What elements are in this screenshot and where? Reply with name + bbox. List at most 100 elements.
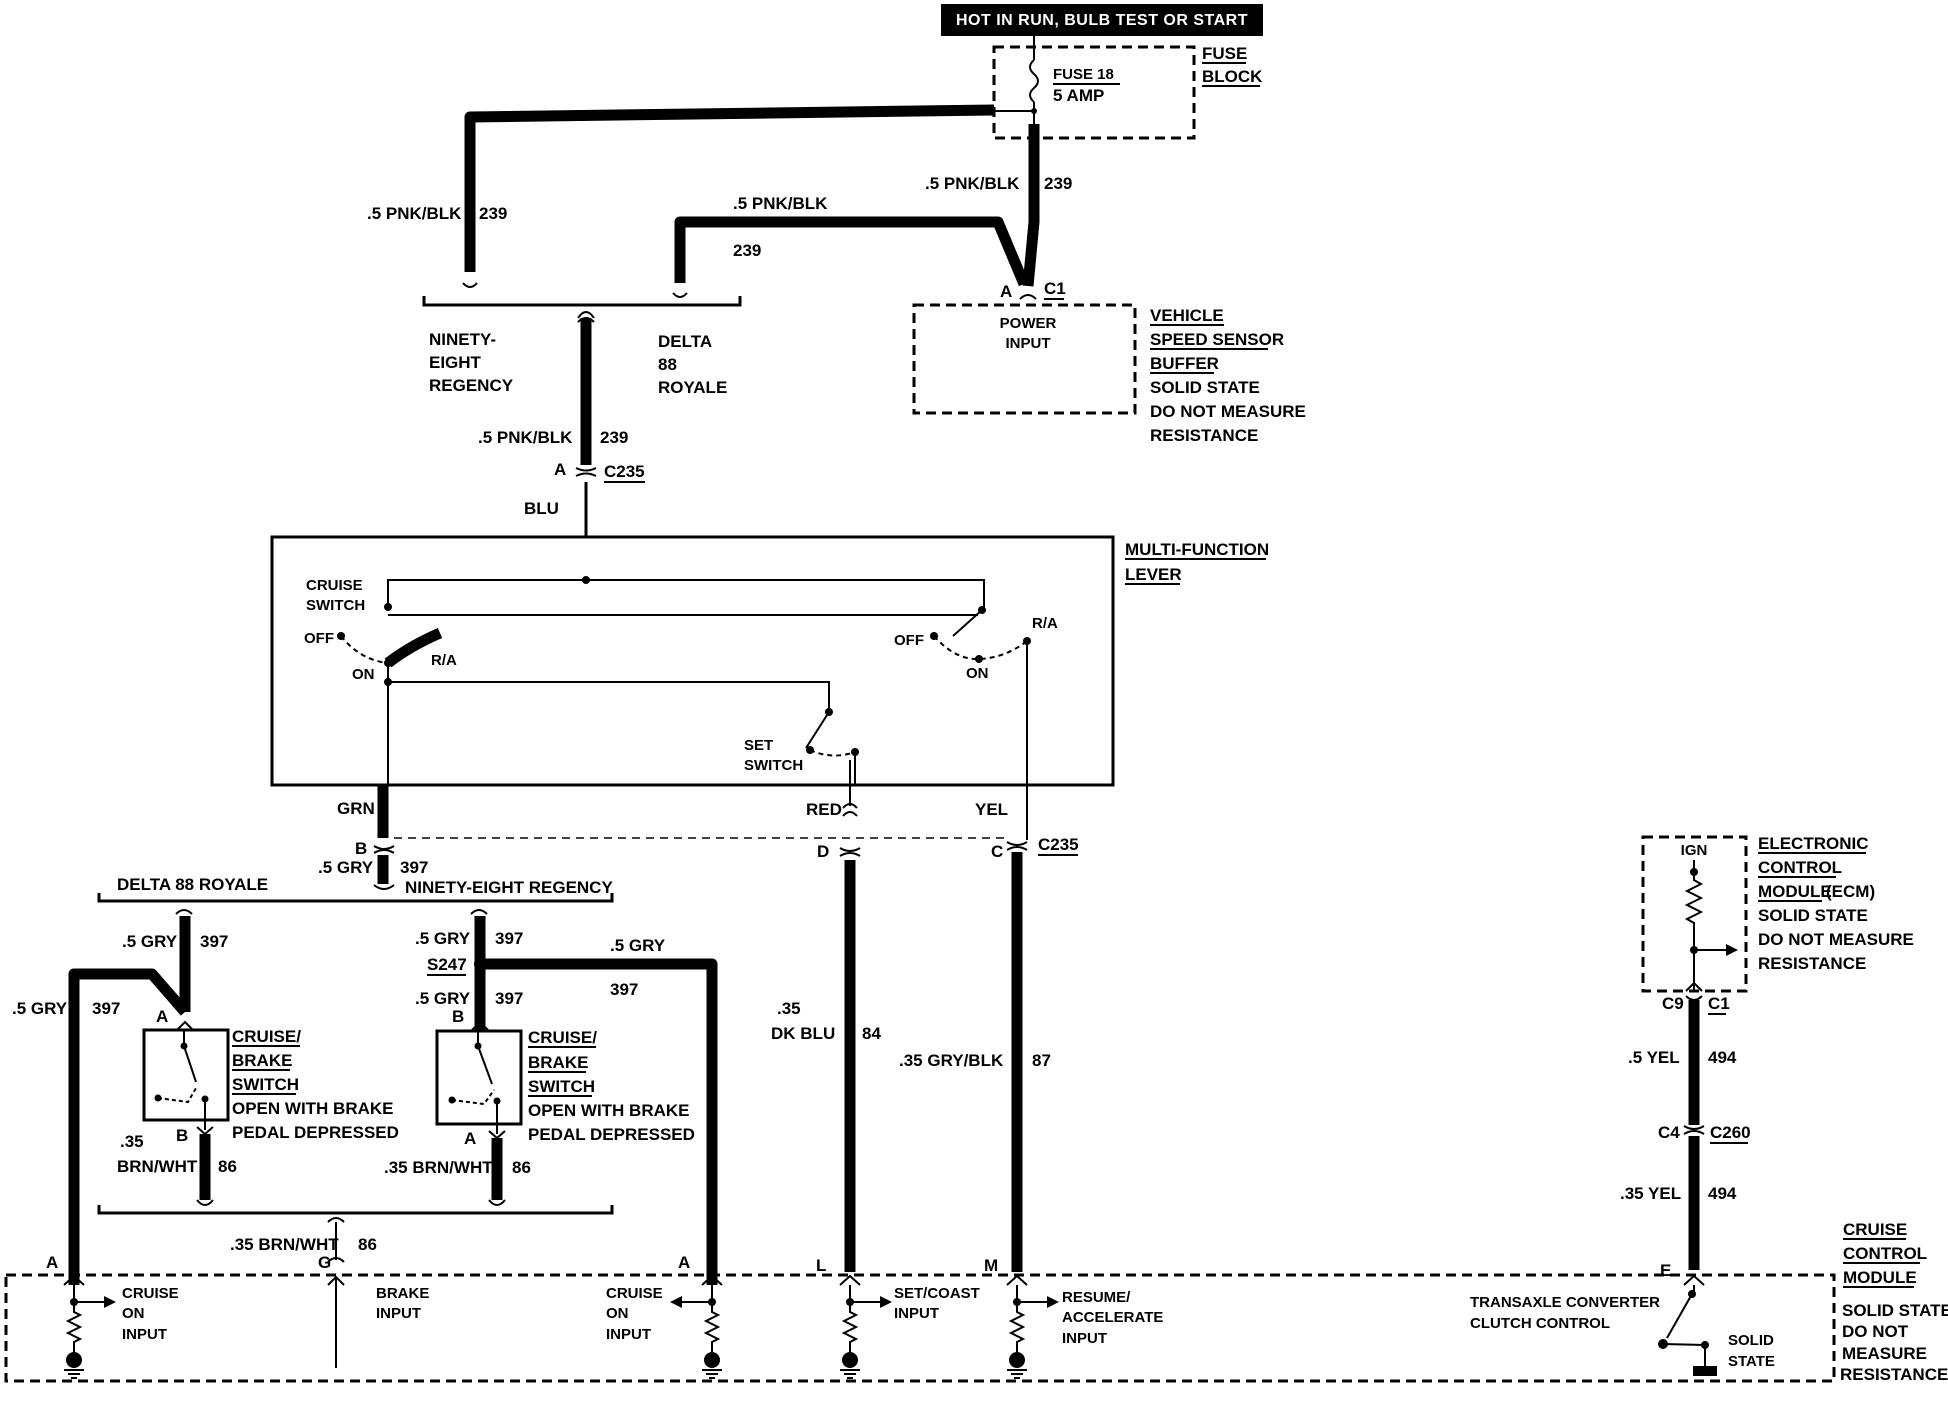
svg-text:.5 GRY: .5 GRY <box>12 999 68 1018</box>
svg-text:D: D <box>817 842 829 861</box>
svg-text:TRANSAXLE CONVERTER: TRANSAXLE CONVERTER <box>1470 1294 1660 1311</box>
variant-label: ROYALE <box>658 378 727 397</box>
svg-text:B: B <box>452 1007 464 1026</box>
svg-text:397: 397 <box>200 932 228 951</box>
brake-input-bracket: .35 BRN/WHT 86 <box>97 1205 614 1263</box>
svg-text:OFF: OFF <box>894 632 924 649</box>
svg-text:R/A: R/A <box>431 652 457 669</box>
svg-text:S247: S247 <box>427 955 467 974</box>
svg-text:CRUISE: CRUISE <box>306 577 363 594</box>
svg-text:86: 86 <box>218 1157 237 1176</box>
set-resume-wires: .35 DK BLU 84 .35 GRY/BLK 87 <box>771 852 1051 1272</box>
svg-text:A: A <box>46 1253 58 1272</box>
svg-text:SPEED SENSOR: SPEED SENSOR <box>1150 330 1284 349</box>
svg-text:B: B <box>355 839 367 858</box>
svg-text:ON: ON <box>606 1305 629 1322</box>
svg-text:BUFFER: BUFFER <box>1150 354 1219 373</box>
svg-text:SOLID: SOLID <box>1728 1332 1774 1349</box>
wire-color: BLU <box>524 499 559 518</box>
svg-text:C: C <box>991 842 1003 861</box>
svg-text:DO NOT MEASURE: DO NOT MEASURE <box>1150 402 1306 421</box>
hot-banner-text: HOT IN RUN, BULB TEST OR START <box>956 12 1248 29</box>
svg-text:INPUT: INPUT <box>1062 1330 1107 1347</box>
vss-buffer-box <box>912 303 1137 415</box>
fuse-block-label-1: FUSE <box>1202 44 1247 63</box>
wire-label: .5 PNK/BLK <box>367 204 462 223</box>
power-source: HOT IN RUN, BULB TEST OR START FUSE BLOC… <box>941 4 1263 140</box>
brake-switch-delta: .5 GRY 397 .5 GRY 397 A CRUISE/ BRAKE SW… <box>12 909 399 1285</box>
wire-label: .5 PNK/BLK <box>733 194 828 213</box>
svg-text:NINETY-EIGHT REGENCY: NINETY-EIGHT REGENCY <box>405 878 613 897</box>
svg-text:.5 GRY: .5 GRY <box>415 989 471 1008</box>
svg-text:ELECTRONIC: ELECTRONIC <box>1758 834 1869 853</box>
svg-text:INPUT: INPUT <box>122 1326 167 1343</box>
svg-text:CONTROL: CONTROL <box>1758 858 1842 877</box>
svg-text:R/A: R/A <box>1032 615 1058 632</box>
svg-text:494: 494 <box>1708 1048 1737 1067</box>
svg-text:.35 YEL: .35 YEL <box>1620 1184 1681 1203</box>
mfl-outputs: GRN RED YEL B D C C235 .5 GRY 397 <box>318 785 1079 890</box>
svg-text:POWER: POWER <box>1000 315 1057 332</box>
brake-variant-bracket: DELTA 88 ROYALE NINETY-EIGHT REGENCY <box>97 875 614 903</box>
svg-text:SOLID STATE: SOLID STATE <box>1758 906 1868 925</box>
svg-text:RESISTANCE: RESISTANCE <box>1840 1365 1948 1384</box>
svg-text:.5 YEL: .5 YEL <box>1628 1048 1680 1067</box>
svg-text:.5 GRY: .5 GRY <box>318 858 374 877</box>
svg-text:494: 494 <box>1708 1184 1737 1203</box>
svg-text:BRAKE: BRAKE <box>376 1285 429 1302</box>
pin-label: A <box>1000 282 1012 301</box>
svg-text:DO NOT: DO NOT <box>1842 1322 1909 1341</box>
svg-text:DO NOT MEASURE: DO NOT MEASURE <box>1758 930 1914 949</box>
svg-text:86: 86 <box>512 1158 531 1177</box>
svg-text:397: 397 <box>92 999 120 1018</box>
wire-num: 239 <box>479 204 507 223</box>
svg-text:M: M <box>984 1256 998 1275</box>
variant-label: NINETY- <box>429 330 496 349</box>
svg-text:E: E <box>1660 1261 1671 1280</box>
svg-text:.5 GRY: .5 GRY <box>415 929 471 948</box>
svg-text:.5 GRY: .5 GRY <box>122 932 178 951</box>
svg-text:ON: ON <box>352 666 375 683</box>
cruise-switch-lever <box>384 627 443 668</box>
fuse-18-label: FUSE 18 <box>1053 66 1114 83</box>
svg-text:INPUT: INPUT <box>376 1305 421 1322</box>
svg-text:CRUISE: CRUISE <box>606 1285 663 1302</box>
svg-text:.35: .35 <box>777 999 801 1018</box>
fuse-18-rating: 5 AMP <box>1053 86 1104 105</box>
hot-banner <box>941 4 1263 36</box>
svg-text:.5 GRY: .5 GRY <box>610 936 666 955</box>
multi-function-lever: MULTI-FUNCTION LEVER CRUISE SWITCH OFF O… <box>270 535 1269 790</box>
svg-text:397: 397 <box>400 858 428 877</box>
svg-text:RESISTANCE: RESISTANCE <box>1150 426 1258 445</box>
brake-switch-ninety-eight: .5 GRY 397 S247 .5 GRY 397 .5 GRY 397 B … <box>384 909 718 1285</box>
variant-label: DELTA <box>658 332 712 351</box>
svg-text:.35: .35 <box>120 1132 144 1151</box>
svg-text:SWITCH: SWITCH <box>744 757 803 774</box>
svg-text:PEDAL DEPRESSED: PEDAL DEPRESSED <box>232 1123 399 1142</box>
fuse-18-icon <box>1029 59 1039 103</box>
svg-text:397: 397 <box>495 989 523 1008</box>
wire-239-to-vss <box>1022 124 1040 287</box>
svg-text:BRAKE: BRAKE <box>528 1053 588 1072</box>
svg-text:SET/COAST: SET/COAST <box>894 1285 980 1302</box>
svg-text:MEASURE: MEASURE <box>1842 1344 1927 1363</box>
connector-end <box>462 282 478 288</box>
svg-text:SET: SET <box>744 737 773 754</box>
svg-text:.35 GRY/BLK: .35 GRY/BLK <box>899 1051 1004 1070</box>
svg-text:YEL: YEL <box>975 800 1008 819</box>
svg-text:INPUT: INPUT <box>1006 335 1051 352</box>
svg-text:86: 86 <box>358 1235 377 1254</box>
svg-text:OPEN WITH BRAKE: OPEN WITH BRAKE <box>232 1099 394 1118</box>
vss-buffer: A C1 POWER INPUT VEHICLE SPEED SENSOR BU… <box>912 279 1306 445</box>
svg-text:BRAKE: BRAKE <box>232 1051 292 1070</box>
fuse-block-label-2: BLOCK <box>1202 67 1263 86</box>
ecm: IGN ELECTRONIC CONTROL MODULE (ECM) SOLI… <box>1620 834 1914 1270</box>
svg-text:RESUME/: RESUME/ <box>1062 1289 1131 1306</box>
cruise-control-module: CRUISE CONTROL MODULE SOLID STATE DO NOT… <box>4 1220 1948 1384</box>
svg-text:BRN/WHT: BRN/WHT <box>117 1157 198 1176</box>
svg-text:(ECM): (ECM) <box>1826 882 1875 901</box>
svg-text:CRUISE/: CRUISE/ <box>528 1028 597 1047</box>
svg-text:OPEN WITH BRAKE: OPEN WITH BRAKE <box>528 1101 690 1120</box>
svg-text:G: G <box>318 1253 331 1272</box>
